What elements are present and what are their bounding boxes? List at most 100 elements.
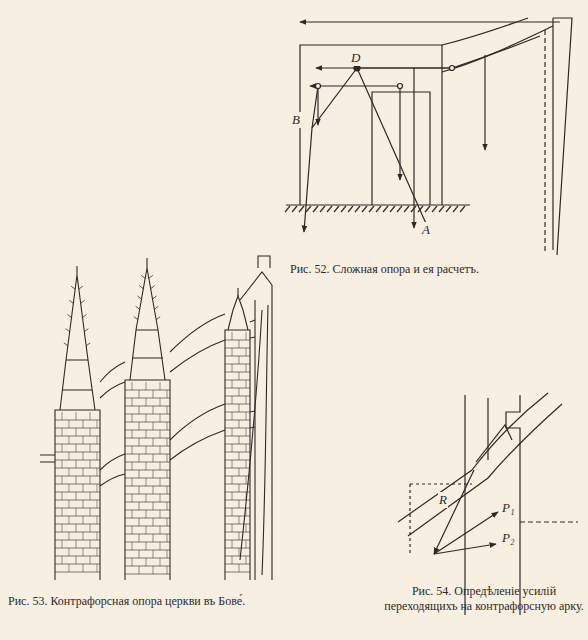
brick-joint xyxy=(167,454,168,462)
flying-arch xyxy=(250,320,255,338)
brick-joint xyxy=(160,510,161,518)
brick-joint xyxy=(132,558,133,566)
ground-hatch xyxy=(292,206,297,212)
brick-joint xyxy=(232,348,233,356)
buttress-pier xyxy=(55,410,100,580)
brick-joint xyxy=(83,420,84,428)
ground-hatch xyxy=(383,206,388,212)
thrust-axis xyxy=(544,30,545,252)
brick-joint xyxy=(239,500,240,508)
brick-joint xyxy=(153,566,154,574)
brick-joint xyxy=(146,558,147,566)
brick-joint xyxy=(232,508,233,516)
brick-joint xyxy=(146,478,147,486)
force-arrow xyxy=(484,55,485,150)
point-label: A xyxy=(421,222,431,238)
brick-joint xyxy=(232,460,233,468)
brick-joint xyxy=(139,390,140,398)
brick-joint xyxy=(239,388,240,396)
brick-joint xyxy=(167,486,168,494)
flying-arch xyxy=(250,411,255,428)
ground-hatch xyxy=(334,206,339,212)
pressure-line xyxy=(476,425,512,462)
brick-joint xyxy=(246,492,247,500)
brick-joint xyxy=(83,548,84,556)
brick-joint xyxy=(132,414,133,422)
brick-joint xyxy=(83,484,84,492)
ground-hatch xyxy=(369,206,374,212)
flying-arch xyxy=(100,454,125,486)
brick-joint xyxy=(62,460,63,468)
buttress-pier xyxy=(125,380,170,580)
ground-line xyxy=(285,205,470,212)
brick-joint xyxy=(167,406,168,414)
arch-band xyxy=(398,393,548,522)
brick-joint xyxy=(76,492,77,500)
pier-opening xyxy=(372,92,430,205)
brick-joint xyxy=(97,452,98,460)
brick-joint xyxy=(90,540,91,548)
brick-joint xyxy=(146,510,147,518)
brick-joint xyxy=(76,476,77,484)
brick-joint xyxy=(246,444,247,452)
brick-joint xyxy=(139,486,140,494)
brick-joint xyxy=(97,532,98,540)
pier-outline xyxy=(464,395,465,615)
brick-joint xyxy=(146,542,147,550)
brick-joint xyxy=(62,444,63,452)
brick-joint xyxy=(83,468,84,476)
ground-hatch xyxy=(404,206,409,212)
brick-joint xyxy=(246,556,247,564)
brick-joint xyxy=(69,468,70,476)
brick-joint xyxy=(246,508,247,516)
brick-joint xyxy=(246,540,247,548)
pinnacle-band xyxy=(62,360,92,390)
dashed-line xyxy=(520,521,578,522)
crocket xyxy=(71,286,83,289)
ground-hatch xyxy=(362,206,367,212)
brick-joint xyxy=(97,548,98,556)
brick-joint xyxy=(246,476,247,484)
brick-joint xyxy=(76,556,77,564)
brick-joint xyxy=(246,332,247,340)
brick-joint xyxy=(232,476,233,484)
crocket xyxy=(66,329,89,332)
brick-joint xyxy=(76,508,77,516)
brick-joint xyxy=(160,542,161,550)
brick-joint xyxy=(153,406,154,414)
point-label: B xyxy=(291,112,301,128)
brick-joint xyxy=(239,516,240,524)
force-p1 xyxy=(434,512,498,554)
brick-joint xyxy=(246,396,247,404)
brick-joint xyxy=(146,494,147,502)
brick-joint xyxy=(132,398,133,406)
brick-joint xyxy=(97,436,98,444)
ground-hatch xyxy=(425,206,430,212)
brick-joint xyxy=(167,502,168,510)
ground-hatch xyxy=(306,206,311,212)
brick-joint xyxy=(246,364,247,372)
pinnacle-band xyxy=(132,330,163,358)
pinnacle xyxy=(228,296,248,330)
brick-joint xyxy=(139,534,140,542)
brick-joint xyxy=(160,430,161,438)
brick-joint xyxy=(232,556,233,564)
ground-hatch xyxy=(432,206,437,212)
brick-joint xyxy=(239,484,240,492)
brick-joint xyxy=(90,556,91,564)
brick-joint xyxy=(246,428,247,436)
finial xyxy=(77,258,238,296)
flying-arch xyxy=(170,404,225,460)
brick-joint xyxy=(146,414,147,422)
pressure-line xyxy=(357,68,428,228)
brick-joint xyxy=(246,380,247,388)
figure-52 xyxy=(285,18,572,255)
force-label: P₁ xyxy=(501,500,515,516)
brick-joint xyxy=(160,478,161,486)
brick-joint xyxy=(232,524,233,532)
brick-joint xyxy=(132,430,133,438)
brick-course xyxy=(225,572,250,573)
brick-joint xyxy=(69,516,70,524)
ground-hatch xyxy=(460,206,465,212)
